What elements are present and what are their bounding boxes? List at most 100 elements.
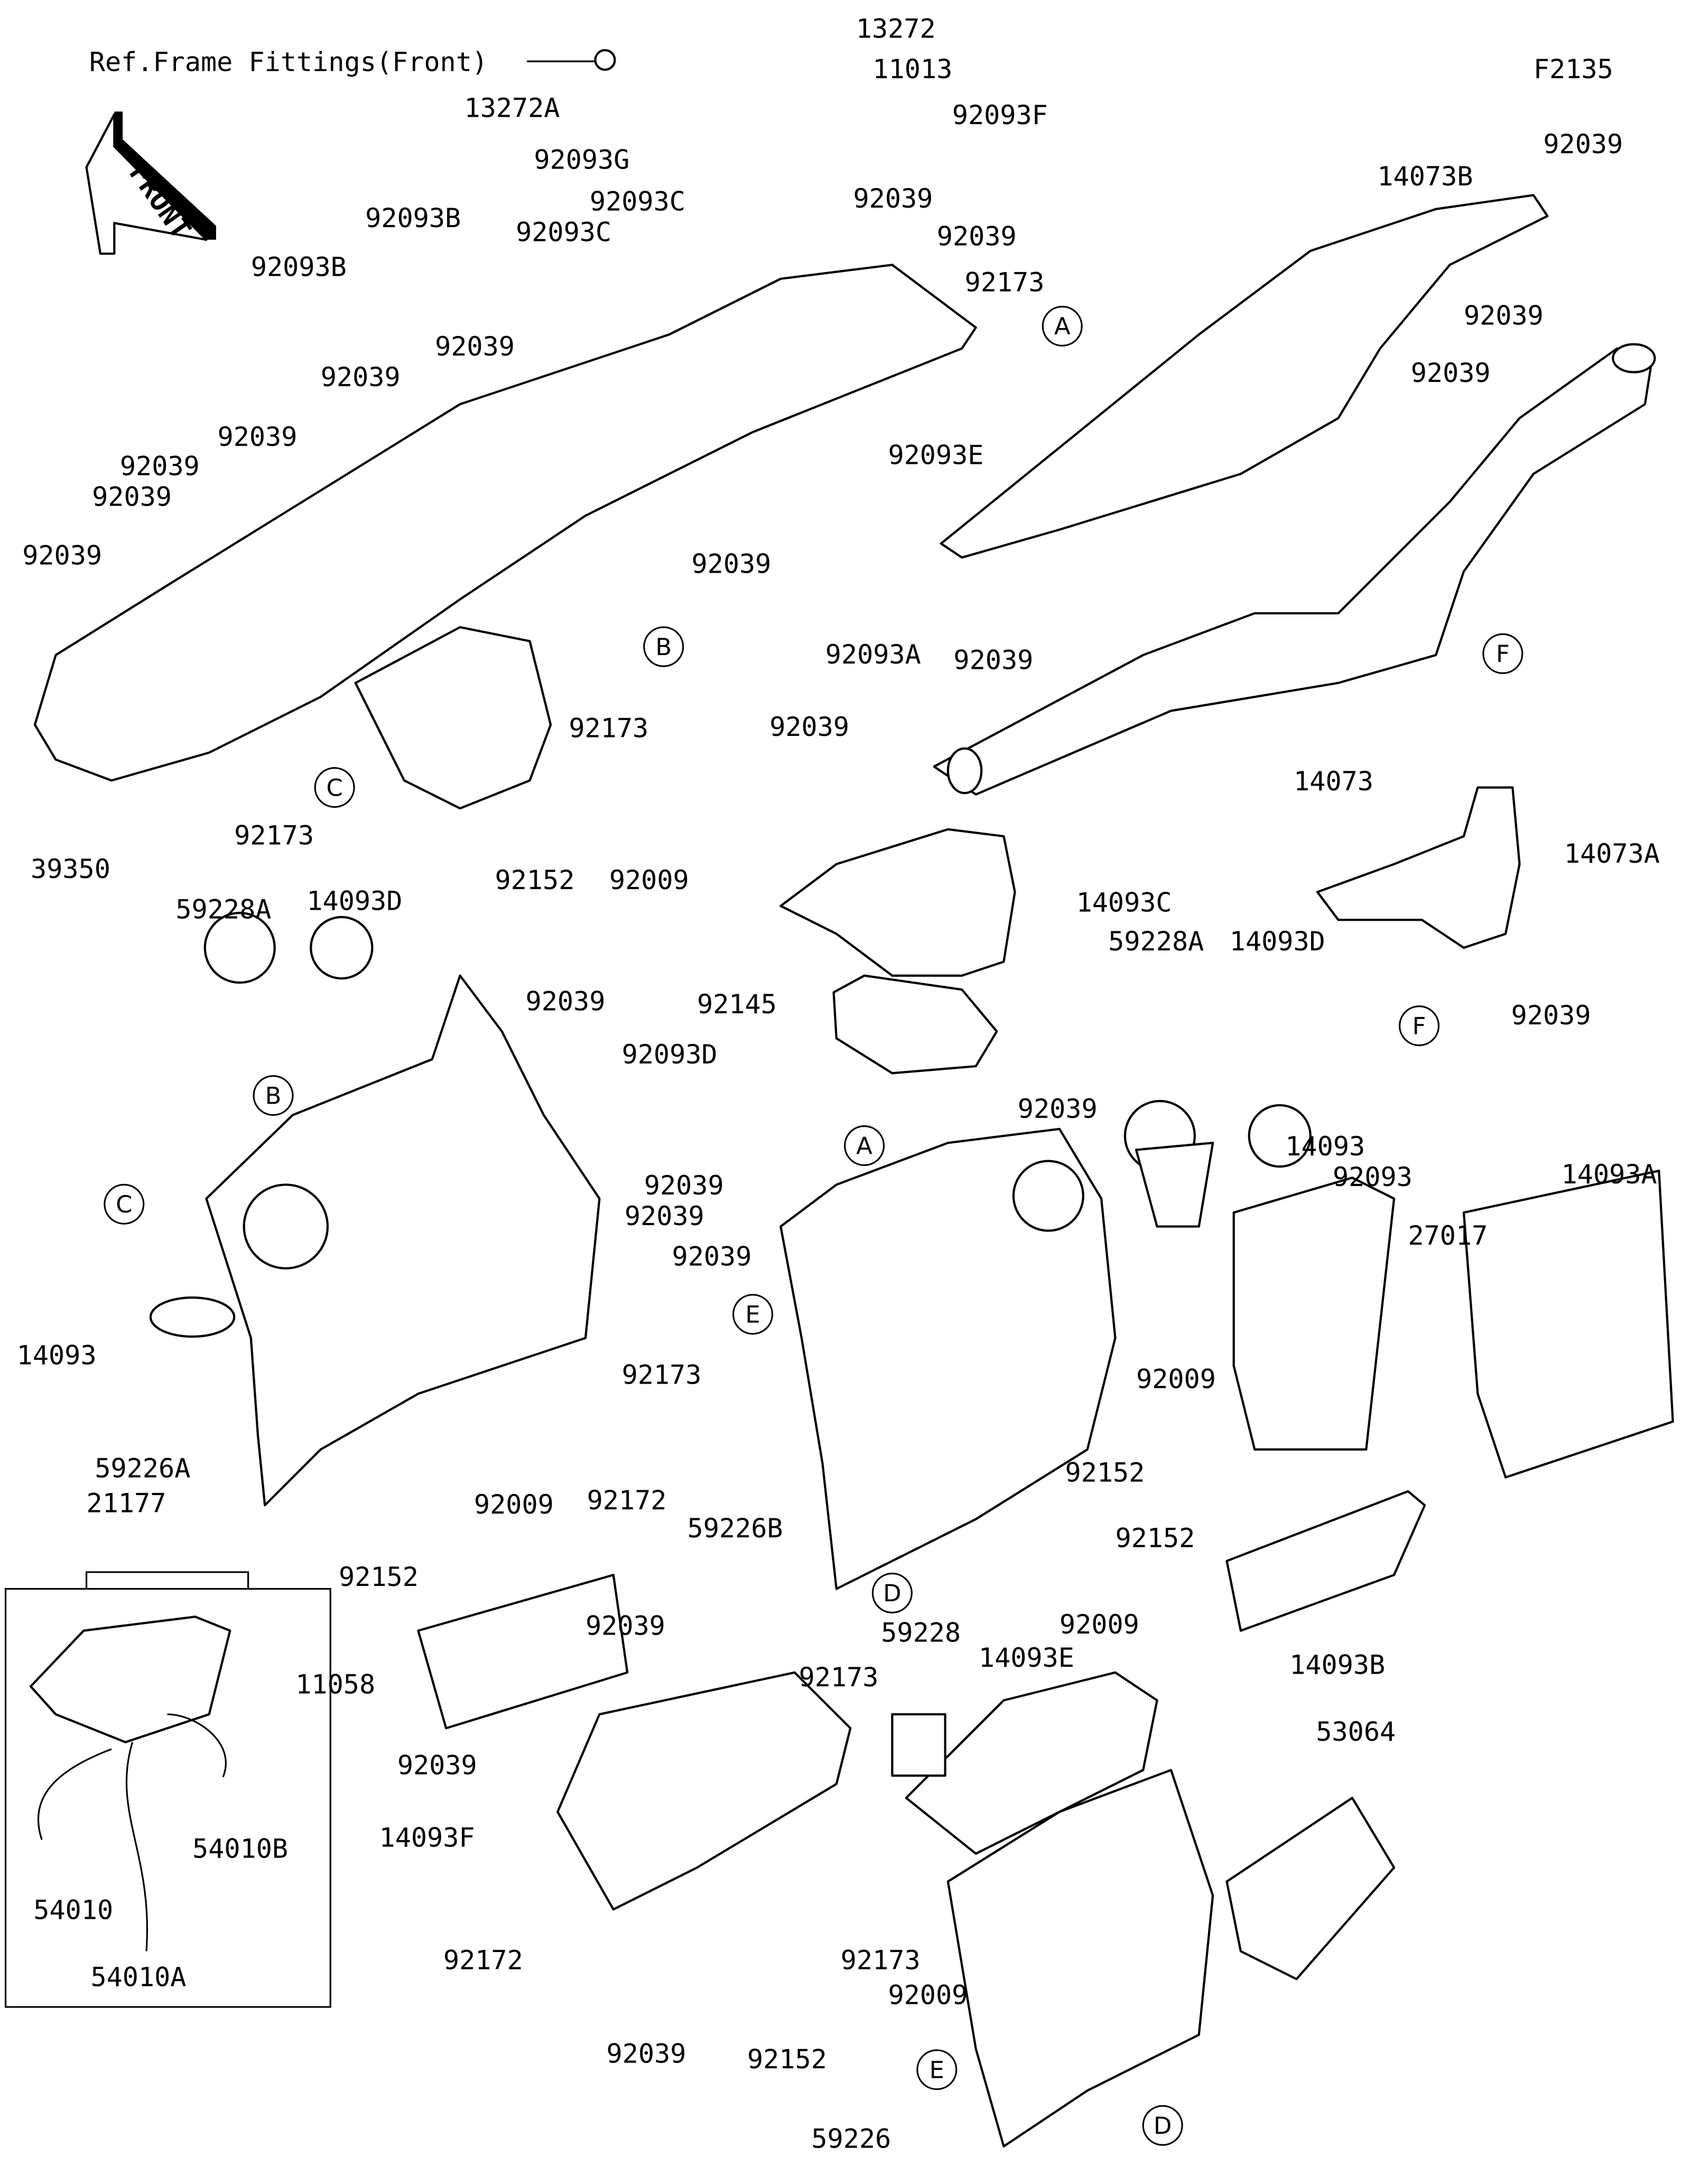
part-number-label: 92009	[888, 1980, 968, 2011]
callout-letter: C	[326, 773, 342, 801]
callout-letter: E	[745, 1301, 760, 1329]
callout-circle-b: B	[253, 1075, 294, 1116]
dash-frame-39350	[33, 264, 977, 810]
meter-box-21177	[4, 1571, 331, 2008]
lower-panel-59226	[417, 1573, 1396, 2148]
part-number-label: 92039	[937, 220, 1017, 251]
part-number-label: 14073A	[1564, 838, 1660, 869]
part-number-label: 92093C	[516, 216, 611, 247]
part-number-label: 92173	[841, 1945, 921, 1976]
part-number-label: 92039	[953, 644, 1033, 675]
part-number-label: 92173	[622, 1359, 702, 1390]
callout-circle-e: E	[916, 2049, 958, 2090]
part-number-label: 92172	[443, 1945, 523, 1976]
part-number-label: 59226B	[687, 1513, 783, 1544]
callout-circle-c: C	[104, 1183, 145, 1225]
part-number-label: 59226	[811, 2123, 891, 2154]
callout-letter: C	[116, 1190, 132, 1218]
part-number-label: 92173	[569, 713, 648, 744]
callout-circle-b: B	[643, 626, 684, 667]
callout-letter: D	[883, 1579, 902, 1607]
part-number-label: 92039	[691, 548, 771, 579]
part-number-label: 59228A	[1108, 926, 1204, 957]
part-number-label: 92093E	[888, 440, 983, 471]
part-number-label: 92039	[607, 2038, 686, 2069]
part-number-label: 92093G	[534, 144, 629, 175]
part-number-label: 92152	[1115, 1522, 1195, 1553]
part-number-label: 92039	[22, 539, 102, 571]
part-number-label: 92009	[1060, 1609, 1139, 1640]
part-number-label: 53064	[1316, 1716, 1396, 1747]
part-number-label: 14073	[1294, 766, 1373, 797]
part-number-label: 92039	[672, 1240, 752, 1272]
part-number-label: 92039	[120, 451, 200, 482]
part-number-label: 92009	[609, 864, 689, 895]
panel-right-59226B	[779, 1100, 1674, 1632]
callout-letter: A	[1054, 312, 1071, 340]
part-number-label: 92152	[747, 2043, 827, 2075]
part-number-label: 92093	[1333, 1161, 1413, 1192]
part-number-label: 92039	[586, 1610, 665, 1641]
part-number-label: 92039	[92, 481, 172, 512]
part-number-label: 14073B	[1377, 161, 1473, 192]
part-number-label: 11013	[872, 53, 952, 85]
part-number-label: 92152	[495, 864, 575, 895]
part-number-label: 92152	[339, 1561, 419, 1592]
part-number-label: 92093C	[590, 185, 685, 217]
part-number-label: 39350	[31, 853, 110, 884]
reference-note: Ref.Frame Fittings(Front)	[89, 46, 488, 78]
part-number-label: 59228A	[175, 894, 271, 925]
front-arrow-icon: FRONT	[85, 111, 216, 255]
part-number-label: 54010	[33, 1894, 113, 1926]
part-number-label: 92009	[1136, 1364, 1216, 1395]
part-number-label: 92039	[218, 421, 298, 452]
part-number-label: 92039	[1411, 357, 1491, 388]
part-number-label: 59226A	[95, 1452, 190, 1483]
callout-circle-f: F	[1482, 633, 1523, 674]
part-number-label: 92152	[1065, 1457, 1145, 1488]
part-number-label: 14093F	[379, 1822, 475, 1853]
callout-circle-a: A	[1042, 305, 1083, 347]
callout-circle-c: C	[314, 767, 355, 808]
part-number-label: 14093E	[979, 1642, 1074, 1673]
part-number-label: 59228	[881, 1617, 961, 1648]
part-number-label: 14093	[17, 1340, 97, 1371]
callout-letter: D	[1154, 2112, 1172, 2140]
part-number-label: 92039	[526, 986, 606, 1017]
part-number-label: 54010B	[192, 1833, 288, 1864]
part-number-label: 92093B	[251, 251, 347, 282]
part-number-label: 92093A	[825, 639, 921, 670]
part-number-label: 92173	[234, 820, 314, 851]
part-number-label: 92039	[321, 361, 401, 393]
part-number-label: 92039	[769, 711, 849, 742]
callout-letter: A	[856, 1132, 872, 1160]
callout-circle-a: A	[844, 1125, 885, 1166]
part-number-label: 92093D	[622, 1039, 718, 1070]
part-number-label: 92039	[1464, 300, 1544, 331]
part-number-label: 92039	[644, 1170, 724, 1201]
part-number-label: 92009	[474, 1489, 554, 1520]
part-number-label: 92039	[397, 1749, 477, 1780]
callout-circle-d: D	[871, 1572, 913, 1613]
part-number-label: 14093C	[1076, 886, 1172, 918]
part-number-label: 13272	[856, 13, 936, 44]
part-number-label: 92039	[1018, 1093, 1098, 1124]
callout-circle-f: F	[1399, 1005, 1440, 1047]
duct-14073A	[1316, 786, 1521, 949]
callout-circle-d: D	[1142, 2105, 1183, 2146]
part-number-label: 11058	[295, 1668, 375, 1700]
callout-letter: F	[1496, 640, 1510, 668]
part-number-label: 92093F	[952, 99, 1048, 130]
part-number-label: 14093D	[306, 885, 402, 917]
part-number-label: 14093A	[1562, 1159, 1657, 1190]
part-number-label: 92039	[625, 1200, 704, 1231]
callout-letter: B	[265, 1081, 282, 1109]
part-number-label: 14093B	[1289, 1649, 1385, 1680]
panel-left-59226A	[149, 911, 601, 1507]
callout-letter: E	[930, 2056, 944, 2084]
duct-14073	[933, 194, 1656, 796]
part-number-label: 92173	[799, 1662, 879, 1693]
part-number-label: 13272A	[464, 92, 560, 124]
part-number-label: 21177	[87, 1487, 166, 1518]
